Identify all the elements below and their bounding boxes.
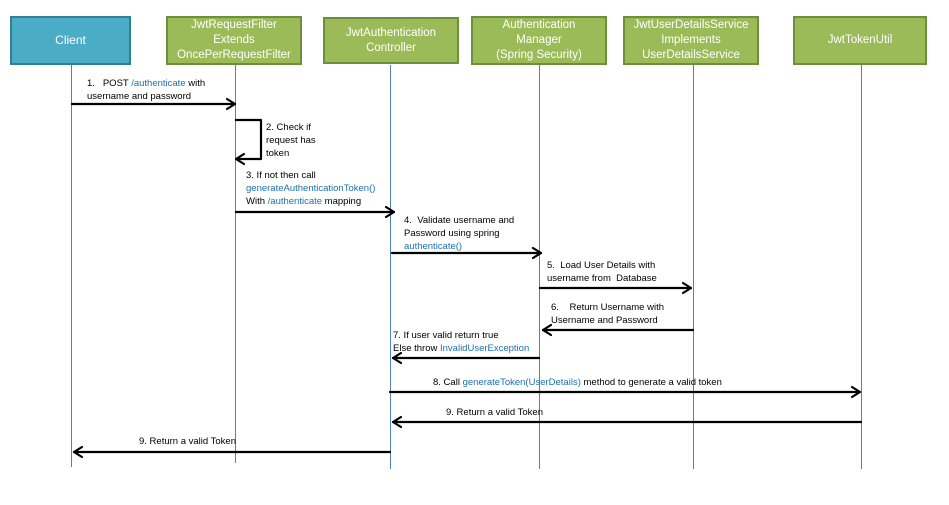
message-3-label: 3. If not then call generateAuthenticati… bbox=[246, 169, 375, 208]
participant-jwt-request-filter: JwtRequestFilter Extends OncePerRequestF… bbox=[166, 16, 302, 65]
message-6-line1: 6. Return Username with bbox=[551, 302, 664, 313]
participant-client-label: Client bbox=[55, 33, 86, 47]
participant-authentication-manager-label: Authentication Manager (Spring Security) bbox=[496, 19, 582, 61]
message-1-endpoint: /authenticate bbox=[131, 78, 186, 89]
message-1-label: 1. POST /authenticate with username and … bbox=[87, 77, 205, 103]
message-9-text-controller: 9. Return a valid Token bbox=[446, 407, 543, 418]
lifeline-authentication-manager bbox=[539, 65, 540, 469]
participant-jwt-token-util-label: JwtTokenUtil bbox=[827, 34, 893, 46]
participant-jwt-user-details-service-label: JwtUserDetailsService Implements UserDet… bbox=[633, 19, 749, 61]
message-5-label: 5. Load User Details with username from … bbox=[547, 259, 657, 285]
message-2-line2: request has bbox=[266, 135, 316, 146]
message-1-line2: username and password bbox=[87, 91, 192, 102]
message-4-label: 4. Validate username and Password using … bbox=[404, 214, 514, 253]
message-9-label-client: 9. Return a valid Token bbox=[139, 435, 236, 448]
message-1-text: 1. POST bbox=[87, 78, 132, 89]
message-3-endpoint: /authenticate bbox=[267, 196, 323, 207]
message-6-label: 6. Return Username with Username and Pas… bbox=[551, 301, 664, 327]
message-2-line3: token bbox=[266, 148, 290, 159]
message-4-line1: 4. Validate username and bbox=[404, 215, 515, 226]
message-7-label: 7. If user valid return true Else throw … bbox=[393, 329, 529, 355]
message-7-line1: 7. If user valid return true bbox=[393, 330, 499, 341]
lifeline-jwt-user-details-service bbox=[693, 65, 694, 469]
message-4-line2: Password using spring bbox=[404, 228, 500, 239]
message-2-label: 2. Check if request has token bbox=[266, 121, 318, 160]
message-3-text: With bbox=[246, 196, 268, 207]
participant-jwt-user-details-service: JwtUserDetailsService Implements UserDet… bbox=[623, 16, 759, 65]
participant-jwt-authentication-controller: JwtAuthentication Controller bbox=[323, 17, 459, 64]
arrow-9-return-token-to-controller bbox=[391, 415, 863, 429]
arrow-9-return-token-to-client bbox=[72, 445, 392, 459]
arrow-4-validate bbox=[390, 246, 543, 260]
lifeline-jwt-authentication-controller bbox=[390, 65, 391, 469]
message-8-label: 8. Call generateToken(UserDetails) metho… bbox=[433, 376, 722, 389]
arrow-3-generate-authentication-token bbox=[234, 205, 396, 219]
arrow-6-return-username bbox=[541, 323, 695, 337]
participant-jwt-token-util: JwtTokenUtil bbox=[793, 16, 927, 65]
message-5-line1: 5. Load User Details with bbox=[547, 260, 656, 271]
message-6-line2: Username and Password bbox=[551, 315, 658, 326]
message-3-method: generateAuthenticationToken() bbox=[246, 183, 376, 194]
message-3-text-end: mapping bbox=[322, 196, 362, 207]
message-5-line2: username from Database bbox=[547, 273, 657, 284]
message-8-method: generateToken(UserDetails) bbox=[462, 377, 581, 388]
message-7-text: Else throw bbox=[393, 343, 440, 354]
arrow-8-generate-token bbox=[388, 385, 862, 399]
message-2-line1: 2. Check if bbox=[266, 122, 311, 133]
arrow-2-check-token-self bbox=[234, 118, 263, 166]
message-4-method: authenticate() bbox=[404, 241, 463, 252]
arrow-7-return-true-or-throw bbox=[391, 351, 541, 365]
arrow-5-load-user-details bbox=[538, 281, 693, 295]
message-7-exception: InvalidUserException bbox=[440, 343, 530, 354]
message-1-text-end: with bbox=[185, 78, 206, 89]
participant-authentication-manager: Authentication Manager (Spring Security) bbox=[471, 16, 607, 65]
message-9-label-controller: 9. Return a valid Token bbox=[446, 406, 543, 419]
participant-jwt-authentication-controller-label: JwtAuthentication Controller bbox=[345, 26, 437, 54]
lifeline-jwt-request-filter bbox=[235, 65, 236, 463]
lifeline-jwt-token-util bbox=[861, 65, 862, 469]
message-9-text-client: 9. Return a valid Token bbox=[139, 436, 236, 447]
message-8-text-end: method to generate a valid token bbox=[580, 377, 722, 388]
message-8-text: 8. Call bbox=[433, 377, 463, 388]
message-3-line1: 3. If not then call bbox=[246, 170, 316, 181]
lifeline-client bbox=[71, 65, 72, 467]
arrow-1-post-authenticate bbox=[70, 97, 237, 111]
participant-jwt-request-filter-label: JwtRequestFilter Extends OncePerRequestF… bbox=[177, 19, 291, 61]
participant-client: Client bbox=[10, 16, 131, 65]
